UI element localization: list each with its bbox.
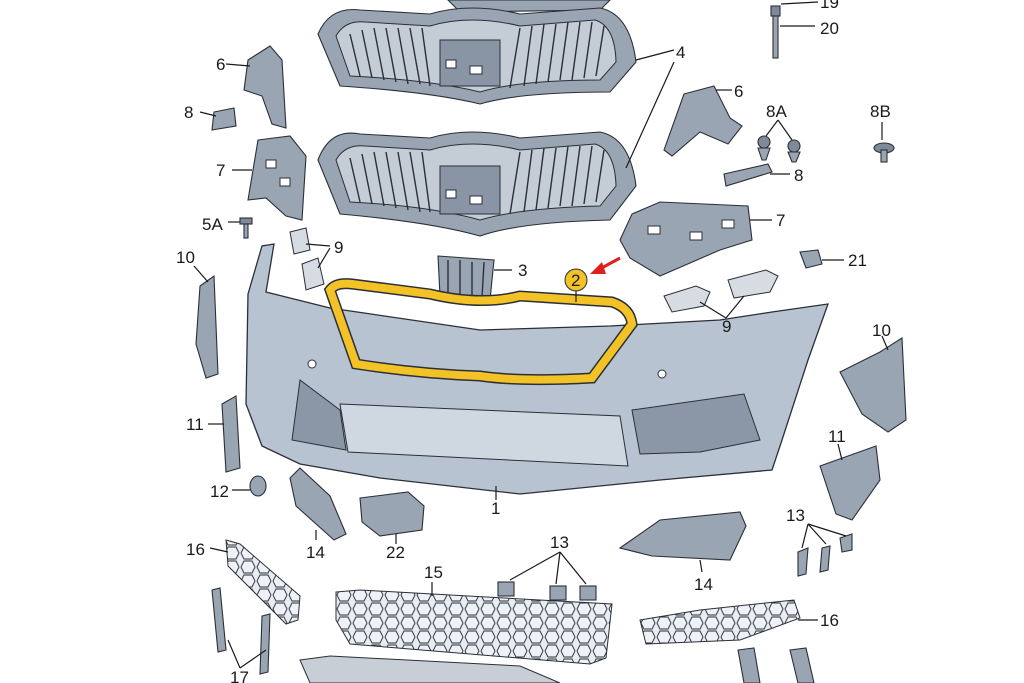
callout-8-right: 8 (794, 166, 803, 185)
part-clips-13-right (797, 523, 853, 577)
part-frame-2 (323, 278, 638, 386)
callout-14-left: 14 (306, 543, 325, 562)
part-bracket-22 (359, 491, 425, 544)
callout-10-left: 10 (176, 248, 195, 267)
part-grille-15 (335, 582, 613, 665)
callout-9-right: 9 (722, 317, 731, 336)
callout-2: 2 (571, 271, 580, 290)
callout-7-left: 7 (216, 161, 225, 180)
part-grille-14-left (289, 467, 347, 541)
callout-15: 15 (424, 563, 443, 582)
part-clip-8B (873, 122, 895, 163)
part-clip-8-right (723, 163, 790, 187)
part-bumper-1 (245, 243, 829, 500)
part-screw-5A (228, 217, 253, 239)
callout-2-badge (564, 268, 588, 292)
callout-13-right: 13 (786, 506, 805, 525)
callout-8B: 8B (870, 102, 891, 121)
callout-4: 4 (676, 43, 685, 62)
callout-1: 1 (491, 499, 500, 518)
part-bracket-7-left (232, 135, 307, 221)
callout-14-right: 14 (694, 575, 713, 594)
callout-3: 3 (518, 261, 527, 280)
callout-8-left: 8 (184, 103, 193, 122)
callout-5A: 5A (202, 215, 223, 234)
part-guide-10-right (839, 335, 907, 433)
part-trim-9-right (663, 269, 779, 319)
callout-11-right: 11 (828, 427, 846, 446)
callout-7-right: 7 (776, 211, 785, 230)
callout-22: 22 (386, 543, 405, 562)
callout-9-left: 9 (334, 238, 343, 257)
callout-13-left: 13 (550, 533, 569, 552)
callout-17: 17 (230, 668, 249, 683)
part-grille-lower (317, 131, 637, 237)
part-trim-9-left (289, 227, 331, 291)
part-grille-16-right (639, 599, 818, 645)
part-guide-10-left (193, 265, 219, 379)
callout-19: 19 (820, 0, 839, 12)
part-clips-13-left (497, 551, 597, 601)
part-grille-upper (317, 7, 637, 105)
part-lower-spoiler (299, 647, 815, 683)
part-clip-8-left (199, 107, 237, 131)
callout-6-left: 6 (216, 55, 225, 74)
part-clips-8A (757, 119, 801, 163)
callout-10-right: 10 (872, 321, 891, 340)
part-grille-14-right (618, 511, 747, 573)
part-bolt-20 (770, 1, 819, 59)
part-cap-21 (799, 249, 844, 269)
callout-labels: 19 20 4 6 6 8 8A 8B 8 7 7 5A 9 10 21 3 2… (176, 0, 891, 683)
highlight-arrow (590, 256, 621, 274)
callout-20: 20 (820, 19, 839, 38)
part-grille-16-left (209, 539, 301, 625)
callout-12: 12 (210, 482, 229, 501)
part-bracket-7-right (619, 201, 772, 277)
part-sensor-12 (232, 475, 267, 497)
part-trim-11-right (819, 443, 881, 521)
part-bracket-6-left (225, 45, 287, 129)
part-trim-11-left (208, 395, 241, 473)
callout-6-right: 6 (734, 82, 743, 101)
part-bracket-6-right (663, 85, 743, 157)
callout-11-left: 11 (186, 415, 204, 434)
callout-16-right: 16 (820, 611, 839, 630)
callout-21: 21 (848, 251, 867, 270)
callout-16-left: 16 (186, 540, 205, 559)
part-strip-17 (211, 587, 271, 675)
callout-8A: 8A (766, 102, 787, 121)
